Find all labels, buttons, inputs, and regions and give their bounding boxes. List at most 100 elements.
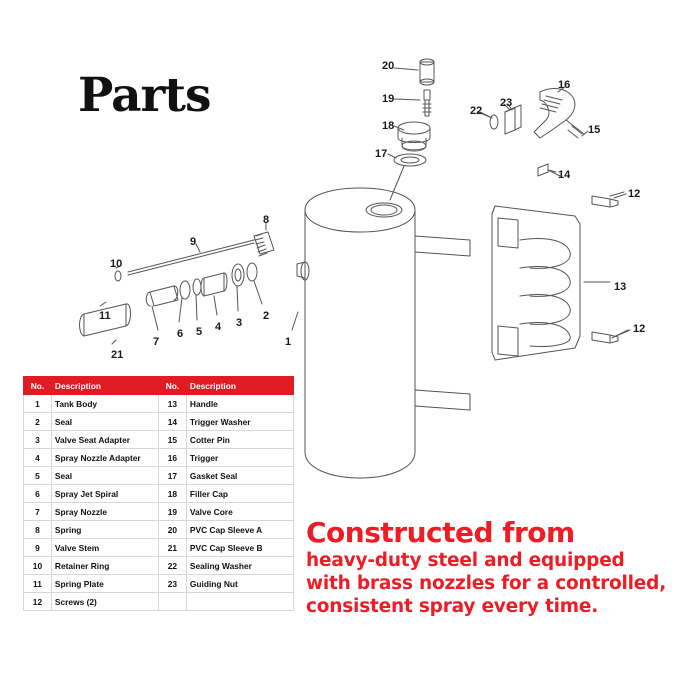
cell-no-right: 14	[157, 412, 187, 431]
cell-description-right: Trigger	[185, 448, 295, 467]
promo-text: Constructed from heavy-duty steel and eq…	[306, 518, 696, 618]
callout-number-16: 16	[558, 79, 571, 91]
cell-description-right: Trigger Washer	[185, 412, 295, 431]
table-header-row: No. Description No. Description	[23, 376, 295, 395]
cell-description-left: Screws (2)	[50, 592, 159, 611]
cell-no-left: 12	[23, 592, 52, 611]
cell-no-right: 15	[157, 430, 187, 449]
cell-description-right: Sealing Washer	[185, 556, 295, 575]
cell-no-left: 7	[23, 502, 52, 521]
cell-no-right: 19	[157, 502, 187, 521]
trigger-art	[533, 88, 585, 177]
header-description-2: Description	[185, 376, 295, 395]
callout-number-3: 3	[236, 317, 243, 329]
cell-description-right: Filler Cap	[185, 484, 295, 503]
cell-description-left: Valve Stem	[50, 538, 159, 557]
cell-no-left: 4	[23, 448, 52, 467]
callout-number-23: 23	[500, 97, 513, 109]
promo-line-1: Constructed from	[306, 516, 575, 549]
cell-no-right: 20	[157, 520, 187, 539]
callout-number-14: 14	[558, 169, 571, 181]
cell-no-right: 16	[157, 448, 187, 467]
cell-description-left: Tank Body	[50, 394, 159, 413]
cell-no-right: 22	[157, 556, 187, 575]
callout-number-6: 6	[177, 328, 184, 340]
cell-no-left: 11	[23, 574, 52, 593]
cell-description-left: Spray Jet Spiral	[50, 484, 159, 503]
cell-description-right: Guiding Nut	[185, 574, 295, 593]
cell-description-left: Spring	[50, 520, 159, 539]
cell-description-left: Spray Nozzle	[50, 502, 159, 521]
callout-number-15: 15	[588, 124, 601, 136]
cell-no-right	[157, 592, 187, 611]
cell-no-right: 17	[157, 466, 187, 485]
cell-description-left: Valve Seat Adapter	[50, 430, 159, 449]
cell-no-left: 9	[23, 538, 52, 557]
callout-leaders	[387, 67, 631, 337]
promo-line-4: consistent spray every time.	[306, 596, 599, 617]
cell-no-left: 3	[23, 430, 52, 449]
header-description-1: Description	[50, 376, 159, 395]
cell-no-right: 18	[157, 484, 187, 503]
callout-number-22: 22	[470, 105, 483, 117]
cell-description-left: Spray Nozzle Adapter	[50, 448, 159, 467]
promo-line-3: with brass nozzles for a controlled,	[306, 573, 667, 594]
cell-description-right	[185, 592, 295, 611]
handle-art	[491, 191, 629, 361]
callout-number-11: 11	[99, 310, 111, 322]
cell-no-left: 2	[23, 412, 52, 431]
header-no-1: No.	[23, 376, 52, 395]
callout-number-2: 2	[263, 310, 270, 322]
cell-description-left: Seal	[50, 466, 159, 485]
page-title: Parts	[78, 68, 211, 123]
cell-description-right: PVC Cap Sleeve A	[185, 520, 295, 539]
callout-number-17: 17	[375, 148, 388, 160]
callout-number-13: 13	[614, 281, 627, 293]
callout-number-9: 9	[190, 236, 197, 248]
cell-no-left: 6	[23, 484, 52, 503]
callout-number-12: 12	[628, 188, 641, 200]
cell-description-right: Handle	[185, 394, 295, 413]
cell-no-left: 5	[23, 466, 52, 485]
cell-description-right: Cotter Pin	[185, 430, 295, 449]
cell-description-left: Spring Plate	[50, 574, 159, 593]
cell-description-right: PVC Cap Sleeve B	[185, 538, 295, 557]
callout-number-1: 1	[285, 336, 292, 348]
nozzle-assembly-art	[79, 221, 299, 345]
cell-no-left: 8	[23, 520, 52, 539]
callout-number-19: 19	[382, 93, 395, 105]
cell-no-left: 1	[23, 394, 52, 413]
callout-number-8: 8	[263, 214, 270, 226]
callout-number-12: 12	[633, 323, 646, 335]
cell-no-right: 13	[157, 394, 187, 413]
cell-description-right: Gasket Seal	[185, 466, 295, 485]
header-no-2: No.	[157, 376, 187, 395]
callout-number-7: 7	[153, 336, 160, 348]
cell-description-left: Retainer Ring	[50, 556, 159, 575]
callout-number-4: 4	[215, 321, 222, 333]
cell-description-right: Valve Core	[185, 502, 295, 521]
callout-number-18: 18	[382, 120, 395, 132]
cell-no-right: 23	[157, 574, 187, 593]
cell-no-left: 10	[23, 556, 52, 575]
cell-description-left: Seal	[50, 412, 159, 431]
tank-body-art	[296, 187, 471, 479]
callout-number-21: 21	[111, 349, 124, 361]
callout-number-10: 10	[110, 258, 123, 270]
cell-no-right: 21	[157, 538, 187, 557]
callout-number-5: 5	[196, 326, 203, 338]
